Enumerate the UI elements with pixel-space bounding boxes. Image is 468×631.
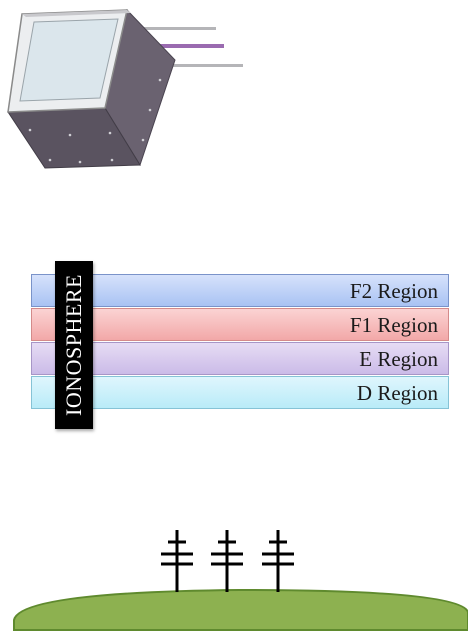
- layer-label-f2: F2 Region: [349, 279, 438, 303]
- tower: [211, 530, 243, 592]
- satellite-top-edge: [22, 10, 131, 17]
- antenna-rod: [165, 64, 243, 67]
- ground-hill: [13, 588, 468, 631]
- satellite-illustration: [7, 8, 243, 169]
- layer-d-region: D Region: [31, 376, 449, 409]
- ionosphere-label-text: IONOSPHERE: [61, 274, 86, 416]
- tower: [161, 530, 193, 592]
- antenna-towers: [161, 530, 294, 592]
- ionosphere-label: IONOSPHERE: [55, 261, 93, 429]
- layer-label-e: E Region: [359, 347, 438, 371]
- layer-e-region: E Region: [31, 342, 449, 375]
- layer-label-f1: F1 Region: [349, 313, 438, 337]
- satellite-rivets: [28, 78, 162, 164]
- antenna-rod: [130, 27, 216, 30]
- antenna-rod: [150, 44, 224, 48]
- layer-f2-region: F2 Region: [31, 274, 449, 307]
- layer-label-d: D Region: [356, 381, 438, 405]
- satellite-front-panel: [19, 18, 119, 102]
- tower: [262, 530, 294, 592]
- ground-scene: [13, 530, 468, 631]
- layer-f1-region: F1 Region: [31, 308, 449, 341]
